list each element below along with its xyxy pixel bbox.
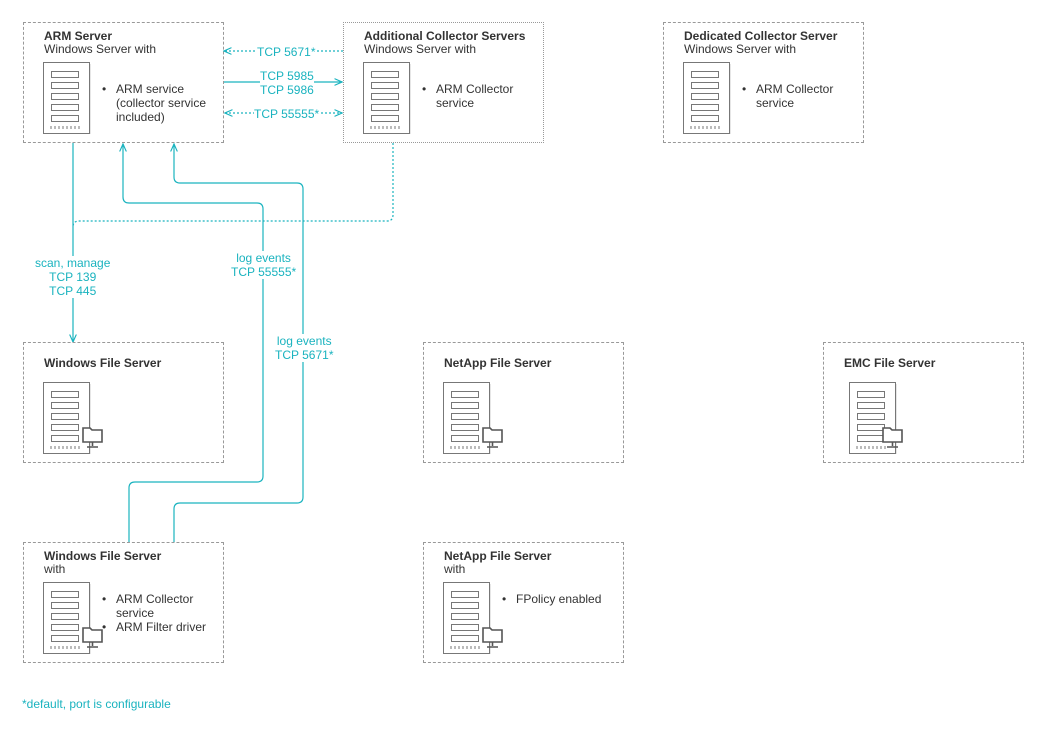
bullet-item: ARM Collector service (422, 82, 532, 110)
server-icon (43, 62, 95, 136)
server-icon (443, 382, 495, 456)
box-subtitle: with (444, 562, 466, 576)
folder-icon (482, 625, 504, 649)
box-title: EMC File Server (844, 356, 936, 370)
label-tcp5985: TCP 5985 TCP 5986 (260, 69, 314, 97)
server-icon (683, 62, 735, 136)
box-title: Windows File Server (44, 356, 162, 370)
box-subtitle: Windows Server with (44, 42, 157, 56)
bullet-item: ARM Filter driver (102, 620, 212, 634)
label-scan-manage: scan, manage TCP 139 TCP 445 (35, 256, 111, 298)
folder-icon (82, 425, 104, 449)
windows-file-server-collector-box: Windows File Server with ARM Collector s… (23, 542, 224, 663)
bullet-item: FPolicy enabled (502, 592, 612, 606)
label-log-events-55555: log events TCP 55555* (231, 251, 297, 279)
connector-log-events-55555 (123, 144, 264, 542)
server-icon (849, 382, 901, 456)
box-title: Additional Collector Servers (364, 29, 526, 43)
box-subtitle: with (44, 562, 66, 576)
windows-file-server-box: Windows File Server (23, 342, 224, 463)
bullet-item: ARM service (collector service included) (102, 82, 212, 124)
bullet-list: ARM Collector service ARM Filter driver (102, 592, 212, 634)
box-title: ARM Server (44, 29, 113, 43)
box-subtitle: Windows Server with (364, 42, 477, 56)
label-tcp55555: TCP 55555* (254, 107, 320, 121)
bullet-list: ARM Collector service (422, 82, 532, 110)
server-icon (43, 582, 95, 656)
label-log-events-5671: log events TCP 5671* (275, 334, 334, 362)
server-icon (363, 62, 415, 136)
folder-icon (82, 625, 104, 649)
bullet-list: FPolicy enabled (502, 592, 612, 606)
box-title: Dedicated Collector Server (684, 29, 838, 43)
emc-file-server-box: EMC File Server (823, 342, 1024, 463)
folder-icon (482, 425, 504, 449)
bullet-list: ARM service (collector service included) (102, 82, 212, 124)
box-title: Windows File Server (44, 549, 162, 563)
bullet-item: ARM Collector service (102, 592, 212, 620)
box-subtitle: Windows Server with (684, 42, 797, 56)
box-title: NetApp File Server (444, 356, 552, 370)
dedicated-collector-box: Dedicated Collector Server Windows Serve… (663, 22, 864, 143)
bullet-list: ARM Collector service (742, 82, 852, 110)
server-icon (43, 382, 95, 456)
folder-icon (882, 425, 904, 449)
bullet-item: ARM Collector service (742, 82, 852, 110)
label-tcp5671: TCP 5671* (257, 45, 316, 59)
connector-collector-dotted (72, 143, 394, 228)
arm-server-box: ARM Server Windows Server with ARM servi… (23, 22, 224, 143)
additional-collector-box: Additional Collector Servers Windows Ser… (343, 22, 544, 143)
box-title: NetApp File Server (444, 549, 552, 563)
netapp-file-server-box: NetApp File Server (423, 342, 624, 463)
netapp-file-server-fpolicy-box: NetApp File Server with FPolicy enabled (423, 542, 624, 663)
footnote: *default, port is configurable (22, 697, 171, 711)
